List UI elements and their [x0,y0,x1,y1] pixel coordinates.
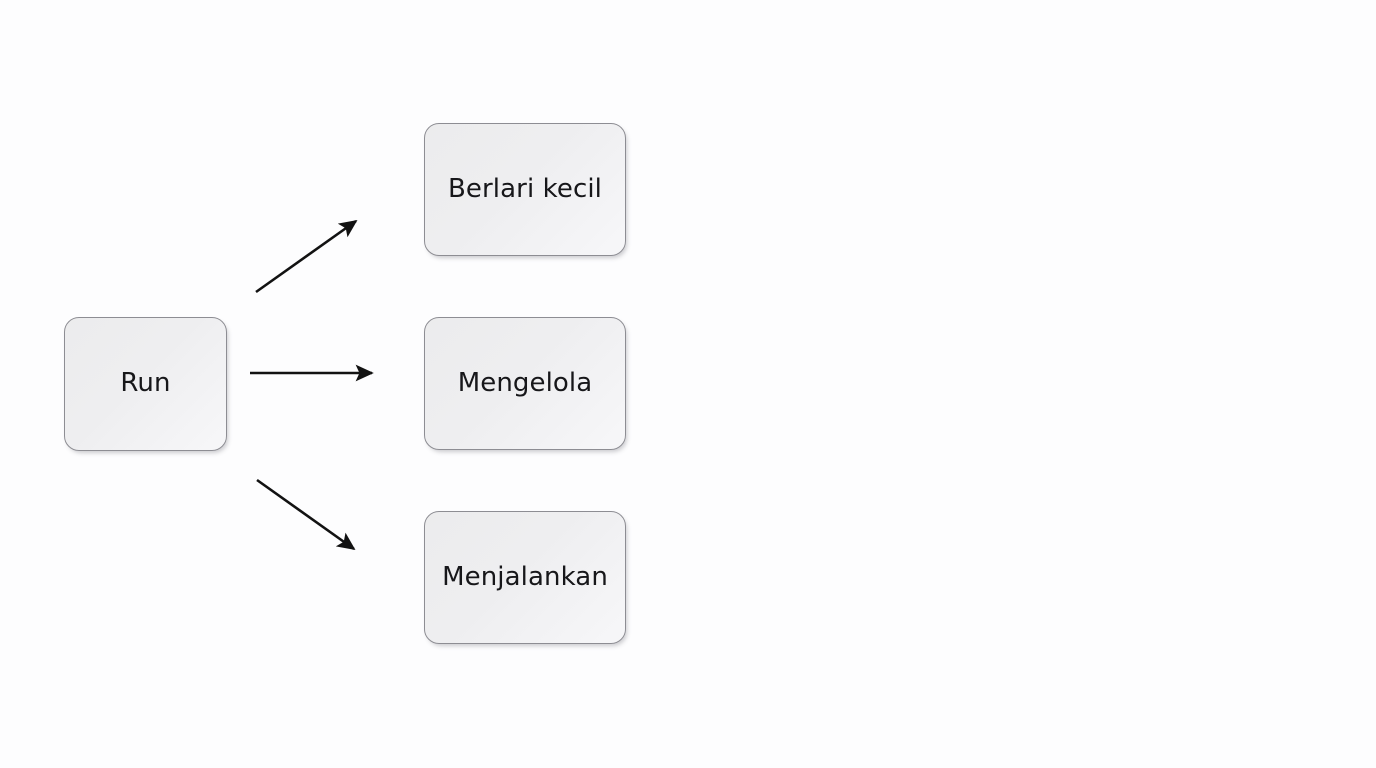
node-target-menjalankan[interactable]: Menjalankan [424,511,626,644]
node-target-mengelola[interactable]: Mengelola [424,317,626,450]
arrow-source-to-target-0 [255,219,358,294]
arrow-source-to-target-2 [256,478,356,551]
node-source-run[interactable]: Run [64,317,227,451]
node-label: Berlari kecil [447,173,603,204]
node-target-berlari-kecil[interactable]: Berlari kecil [424,123,626,256]
node-label: Mengelola [457,367,593,398]
node-label: Menjalankan [442,561,608,592]
node-label: Run [120,368,171,399]
